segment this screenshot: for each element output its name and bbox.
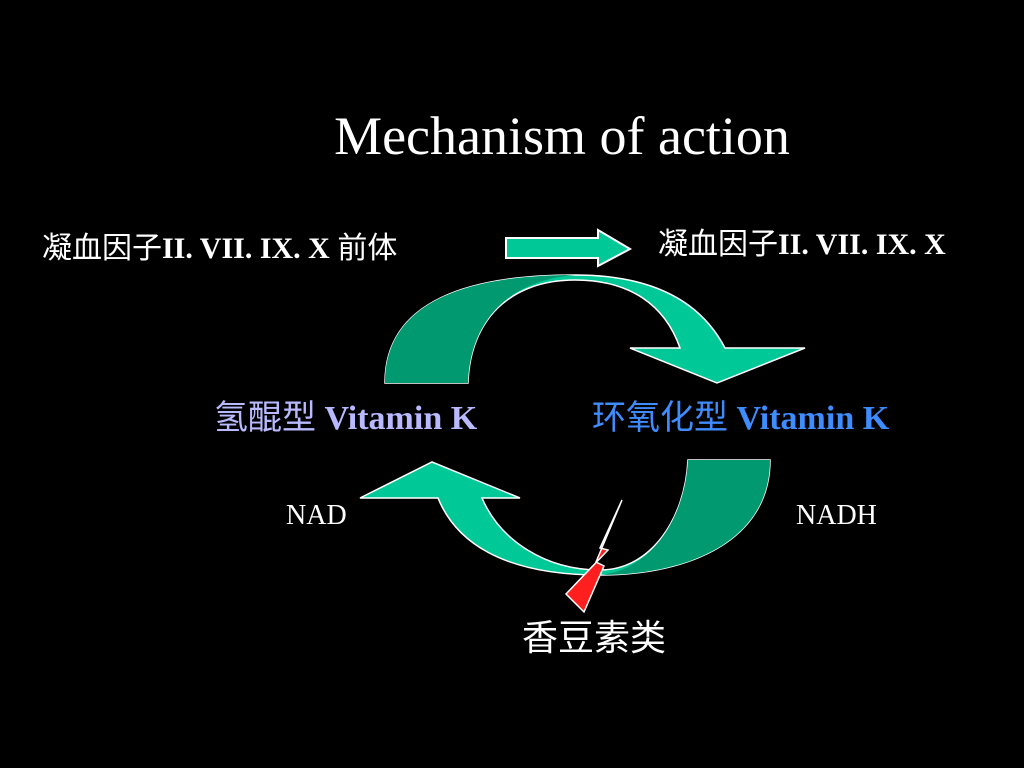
active-factors-label: 凝血因子II. VII. IX. X <box>658 227 946 263</box>
epoxide-name: Vitamin K <box>736 400 890 437</box>
epoxide-vitamin-k-label: 环氧化型 Vitamin K <box>592 399 889 439</box>
precursor-factors: II. VII. IX. X <box>162 232 330 265</box>
precursor-suffix: 前体 <box>329 232 398 265</box>
coumarin-inhibitor-label: 香豆素类 <box>522 618 667 658</box>
precursor-cn: 凝血因子 <box>42 232 162 265</box>
hydroquinone-name: Vitamin K <box>324 400 478 437</box>
slide-title: Mechanism of action <box>334 106 790 166</box>
lightning-bolt-icon <box>564 499 623 614</box>
straight-right-arrow-icon <box>505 228 633 268</box>
epoxide-cn: 环氧化型 <box>592 400 737 437</box>
hydroquinone-cn: 氢醌型 <box>214 400 325 437</box>
curved-arrow-icon <box>384 274 806 384</box>
curved-arrow-icon <box>359 459 771 576</box>
precursor-factors-label: 凝血因子II. VII. IX. X 前体 <box>42 231 397 267</box>
nadh-label: NADH <box>796 500 877 531</box>
nad-label: NAD <box>286 500 347 531</box>
active-factors: II. VII. IX. X <box>778 228 946 261</box>
active-cn: 凝血因子 <box>658 228 778 261</box>
hydroquinone-vitamin-k-label: 氢醌型 Vitamin K <box>214 399 477 439</box>
